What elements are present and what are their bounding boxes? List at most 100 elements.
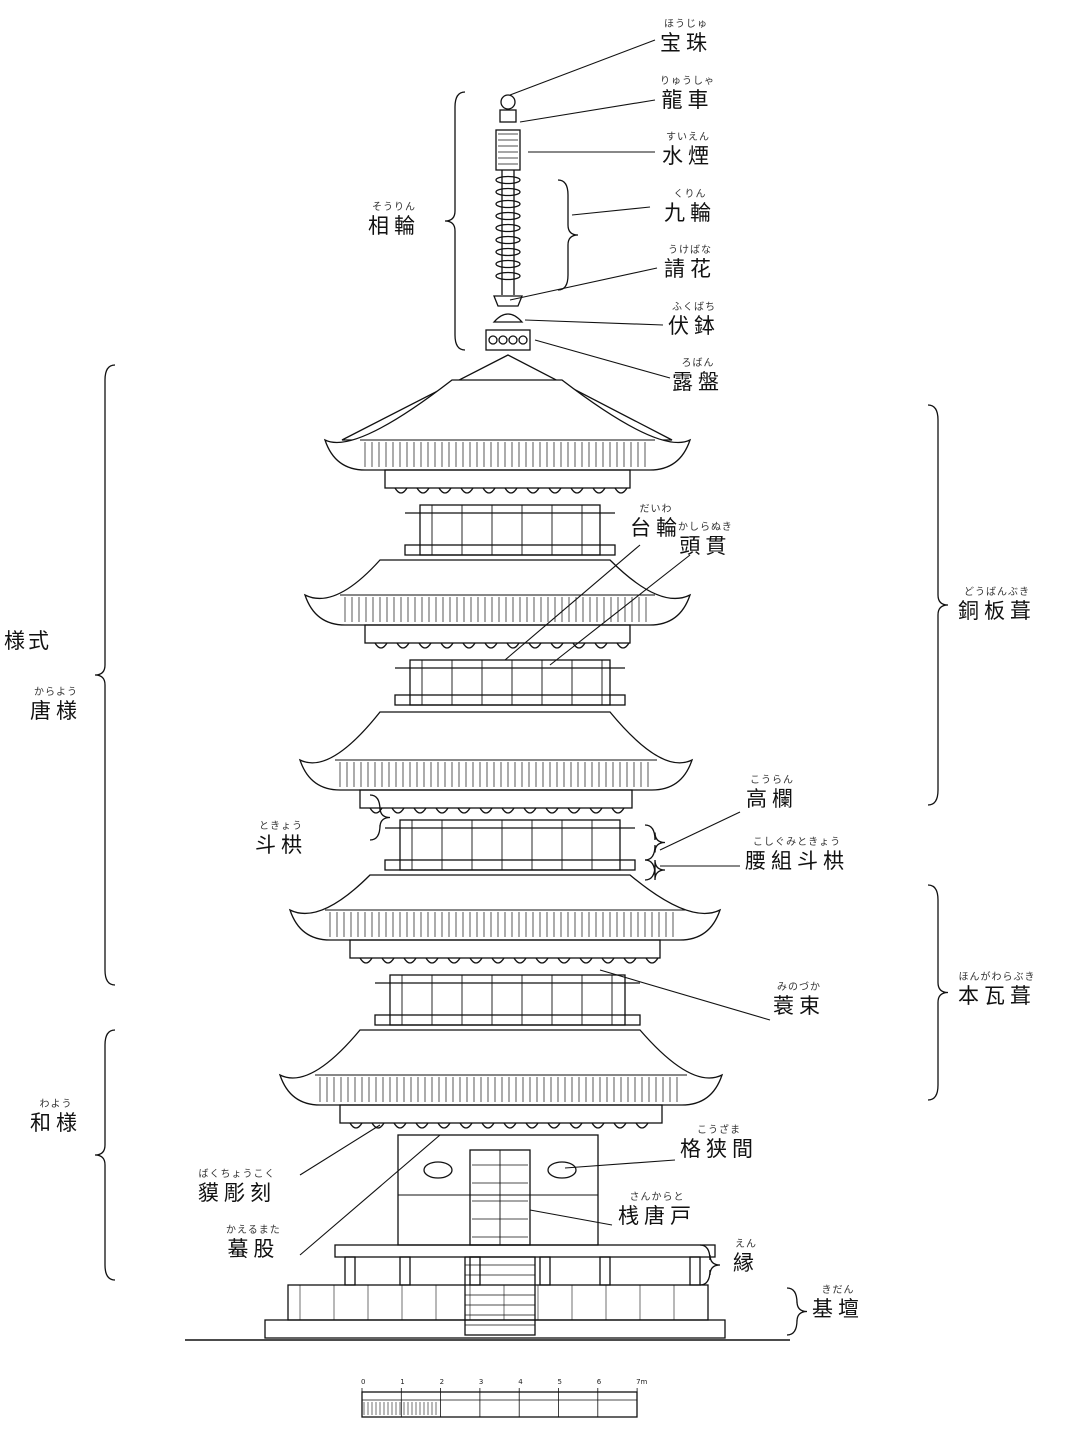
tokyo-bracket	[601, 957, 615, 964]
brace-en	[699, 1244, 721, 1286]
ruby: わよう	[39, 1099, 73, 1110]
term: 和様	[30, 1111, 82, 1135]
ruby: かしらぬき	[678, 522, 733, 533]
label-minozuka: みのづか蓑束	[773, 983, 825, 1017]
tokyo-bracket	[504, 487, 518, 494]
term: 貘彫刻	[198, 1181, 276, 1205]
tokyo-bracket	[369, 807, 383, 814]
veranda-post	[344, 1256, 356, 1286]
tokyo-bracket	[579, 957, 593, 964]
leader-line	[564, 1159, 676, 1169]
tokyo-bracket	[513, 957, 527, 964]
tokyo-bracket	[501, 807, 515, 814]
brace-koshigumi	[644, 859, 666, 881]
leader-line	[299, 1134, 441, 1256]
roban-ornament	[498, 335, 508, 345]
tokyo-bracket	[349, 1122, 363, 1129]
roof-tier-1	[278, 1029, 724, 1106]
leader-line	[534, 339, 671, 379]
term: 銅板葺	[958, 599, 1036, 623]
leader-line	[659, 811, 741, 851]
tokyo-bracket	[570, 487, 584, 494]
leader-line	[519, 99, 656, 123]
leader-line	[524, 319, 664, 326]
label-kidan: きだん基壇	[812, 1286, 864, 1320]
koshigumi-base	[374, 1014, 641, 1026]
ruby: こしぐみときょう	[752, 837, 842, 848]
ruby: こうざま	[697, 1125, 741, 1136]
ruby: だいわ	[639, 504, 673, 515]
roban-ornament	[518, 335, 528, 345]
term: 蟇股	[227, 1237, 280, 1261]
kurin-ring	[495, 187, 521, 197]
brace-kidan	[786, 1287, 808, 1336]
tokyo-bracket	[394, 487, 408, 494]
label-koran: こうらん高欄	[746, 776, 798, 810]
veranda-post	[539, 1256, 551, 1286]
tokyo-bracket	[416, 487, 430, 494]
tokyo-bracket	[482, 487, 496, 494]
kurin-ring	[495, 211, 521, 221]
label-koshigumi-tokyo: こしぐみときょう腰組斗栱	[745, 838, 849, 872]
term: 相輪	[368, 214, 420, 238]
term: 九輪	[664, 201, 716, 225]
roban-ornament	[488, 335, 498, 345]
tokyo-bracket	[381, 957, 395, 964]
kurin-ring	[495, 223, 521, 233]
steps	[464, 1256, 536, 1336]
hoju-jewel	[500, 94, 516, 110]
scale-tick-label: 7m	[636, 1378, 648, 1386]
tokyo-bracket	[526, 487, 540, 494]
ryusha	[499, 109, 517, 123]
label-kozama: こうざま格狭間	[680, 1126, 758, 1160]
term: 伏鉢	[668, 314, 720, 338]
label-fukubachi: ふくばち伏鉢	[668, 303, 720, 337]
tokyo-bracket	[548, 487, 562, 494]
kurin-ring	[495, 271, 521, 281]
leader-line	[599, 969, 771, 1021]
scale-tick-label: 1	[400, 1378, 405, 1386]
brace-koran	[644, 824, 666, 861]
tokyo-bracket	[479, 807, 493, 814]
tokyo-bracket	[591, 1122, 605, 1129]
tokyo-bracket	[413, 807, 427, 814]
term: 蓑束	[773, 994, 825, 1018]
tokyo-bracket	[592, 487, 606, 494]
ruby: えん	[735, 1239, 757, 1250]
term: 水煙	[662, 144, 714, 168]
label-kaerumata: かえるまた蟇股	[226, 1226, 281, 1260]
koshigumi-base	[394, 694, 626, 706]
tokyo-bracket	[435, 807, 449, 814]
term: 基壇	[812, 1297, 864, 1321]
tokyo-bracket	[611, 807, 625, 814]
tokyo-bracket	[447, 957, 461, 964]
label-sankarato: さんからと桟唐戸	[618, 1193, 696, 1227]
veranda-post	[599, 1256, 611, 1286]
tokyo-bracket	[391, 807, 405, 814]
label-hoju: ほうじゅ宝珠	[660, 20, 712, 54]
kurin-ring	[495, 235, 521, 245]
tokyo-bracket	[440, 642, 454, 649]
term: 請花	[664, 257, 716, 281]
label-roban: ろばん露盤	[672, 359, 724, 393]
scale-tick-label: 0	[361, 1378, 366, 1386]
ground-storey	[397, 1134, 599, 1246]
tokyo-bracket	[594, 642, 608, 649]
term: 露盤	[672, 370, 724, 394]
ruby: うけばな	[668, 245, 712, 256]
leader-line	[529, 1209, 613, 1226]
label-ukebana: うけばな請花	[664, 246, 716, 280]
tokyo-bracket	[569, 1122, 583, 1129]
label-suien: すいえん水煙	[662, 133, 714, 167]
scale-tick-label: 5	[557, 1378, 562, 1386]
tokyo-bracket	[484, 642, 498, 649]
label-karayo: からよう唐様	[30, 688, 82, 722]
leader-line	[299, 1124, 381, 1176]
kozama-right	[547, 1161, 577, 1179]
tokyo-bracket	[396, 642, 410, 649]
ruby: きだん	[821, 1285, 855, 1296]
ruby: さんからと	[629, 1192, 685, 1203]
veranda-post	[399, 1256, 411, 1286]
